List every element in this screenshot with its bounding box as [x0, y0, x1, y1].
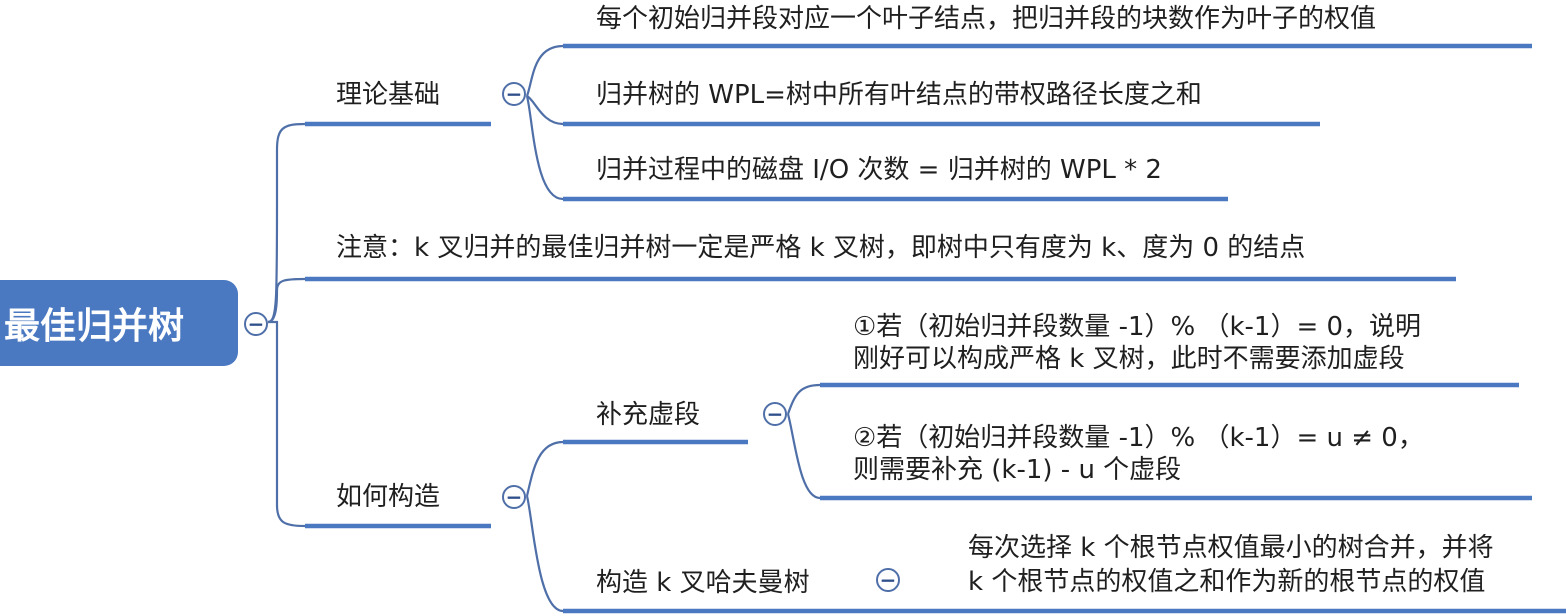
theory-item-1[interactable]: 每个初始归并段对应一个叶子结点，把归并段的块数作为叶子的权值 — [596, 4, 1377, 34]
supplement-item-2-line-2[interactable]: 则需要补充 (k-1) - u 个虚段 — [853, 455, 1182, 485]
huffman-detail-line-2[interactable]: k 个根节点的权值之和作为新的根节点的权值 — [968, 567, 1486, 597]
supplement-collapse-icon[interactable]: − — [763, 402, 787, 426]
connector-root-construct — [268, 320, 306, 528]
theory-item-2[interactable]: 归并树的 WPL=树中所有叶结点的带权路径长度之和 — [596, 80, 1202, 110]
construct-collapse-icon[interactable]: − — [502, 485, 526, 509]
connector-construct-supplement — [525, 440, 564, 497]
connector-supplement-item-2 — [786, 413, 821, 500]
root-label: 最佳归并树 — [4, 306, 185, 347]
connector-theory-item-3 — [525, 95, 564, 201]
root-collapse-icon[interactable]: − — [244, 312, 268, 336]
connector-theory-item-1 — [525, 44, 564, 97]
connector-theory-item-2 — [526, 95, 564, 126]
branch-note-label[interactable]: 注意：k 叉归并的最佳归并树一定是严格 k 叉树，即树中只有度为 k、度为 0 … — [336, 233, 1306, 263]
supplement-label[interactable]: 补充虚段 — [596, 400, 701, 430]
theory-collapse-icon[interactable]: − — [502, 82, 526, 106]
root-node[interactable]: 最佳归并树 — [0, 280, 238, 366]
connector-root-theory — [267, 122, 306, 324]
huffman-detail-line-1[interactable]: 每次选择 k 个根节点权值最小的树合并，并将 — [968, 533, 1494, 563]
supplement-item-2-line-1[interactable]: ②若（初始归并段数量 -1）% （k-1）= u ≠ 0， — [853, 423, 1424, 453]
huffman-collapse-icon[interactable]: − — [876, 568, 900, 592]
connector-supplement-item-1 — [786, 383, 821, 415]
supplement-item-1-line-2[interactable]: 刚好可以构成严格 k 叉树，此时不需要添加虚段 — [853, 344, 1405, 374]
branch-theory-label[interactable]: 理论基础 — [336, 80, 441, 110]
branch-construct-label[interactable]: 如何构造 — [336, 482, 441, 512]
huffman-label[interactable]: 构造 k 叉哈夫曼树 — [596, 568, 810, 598]
supplement-item-1-line-1[interactable]: ①若（初始归并段数量 -1）% （k-1）= 0，说明 — [853, 312, 1422, 342]
theory-item-3[interactable]: 归并过程中的磁盘 I/O 次数 = 归并树的 WPL * 2 — [596, 155, 1162, 185]
connector-root-note — [267, 277, 306, 324]
connector-construct-huffman — [525, 495, 564, 613]
